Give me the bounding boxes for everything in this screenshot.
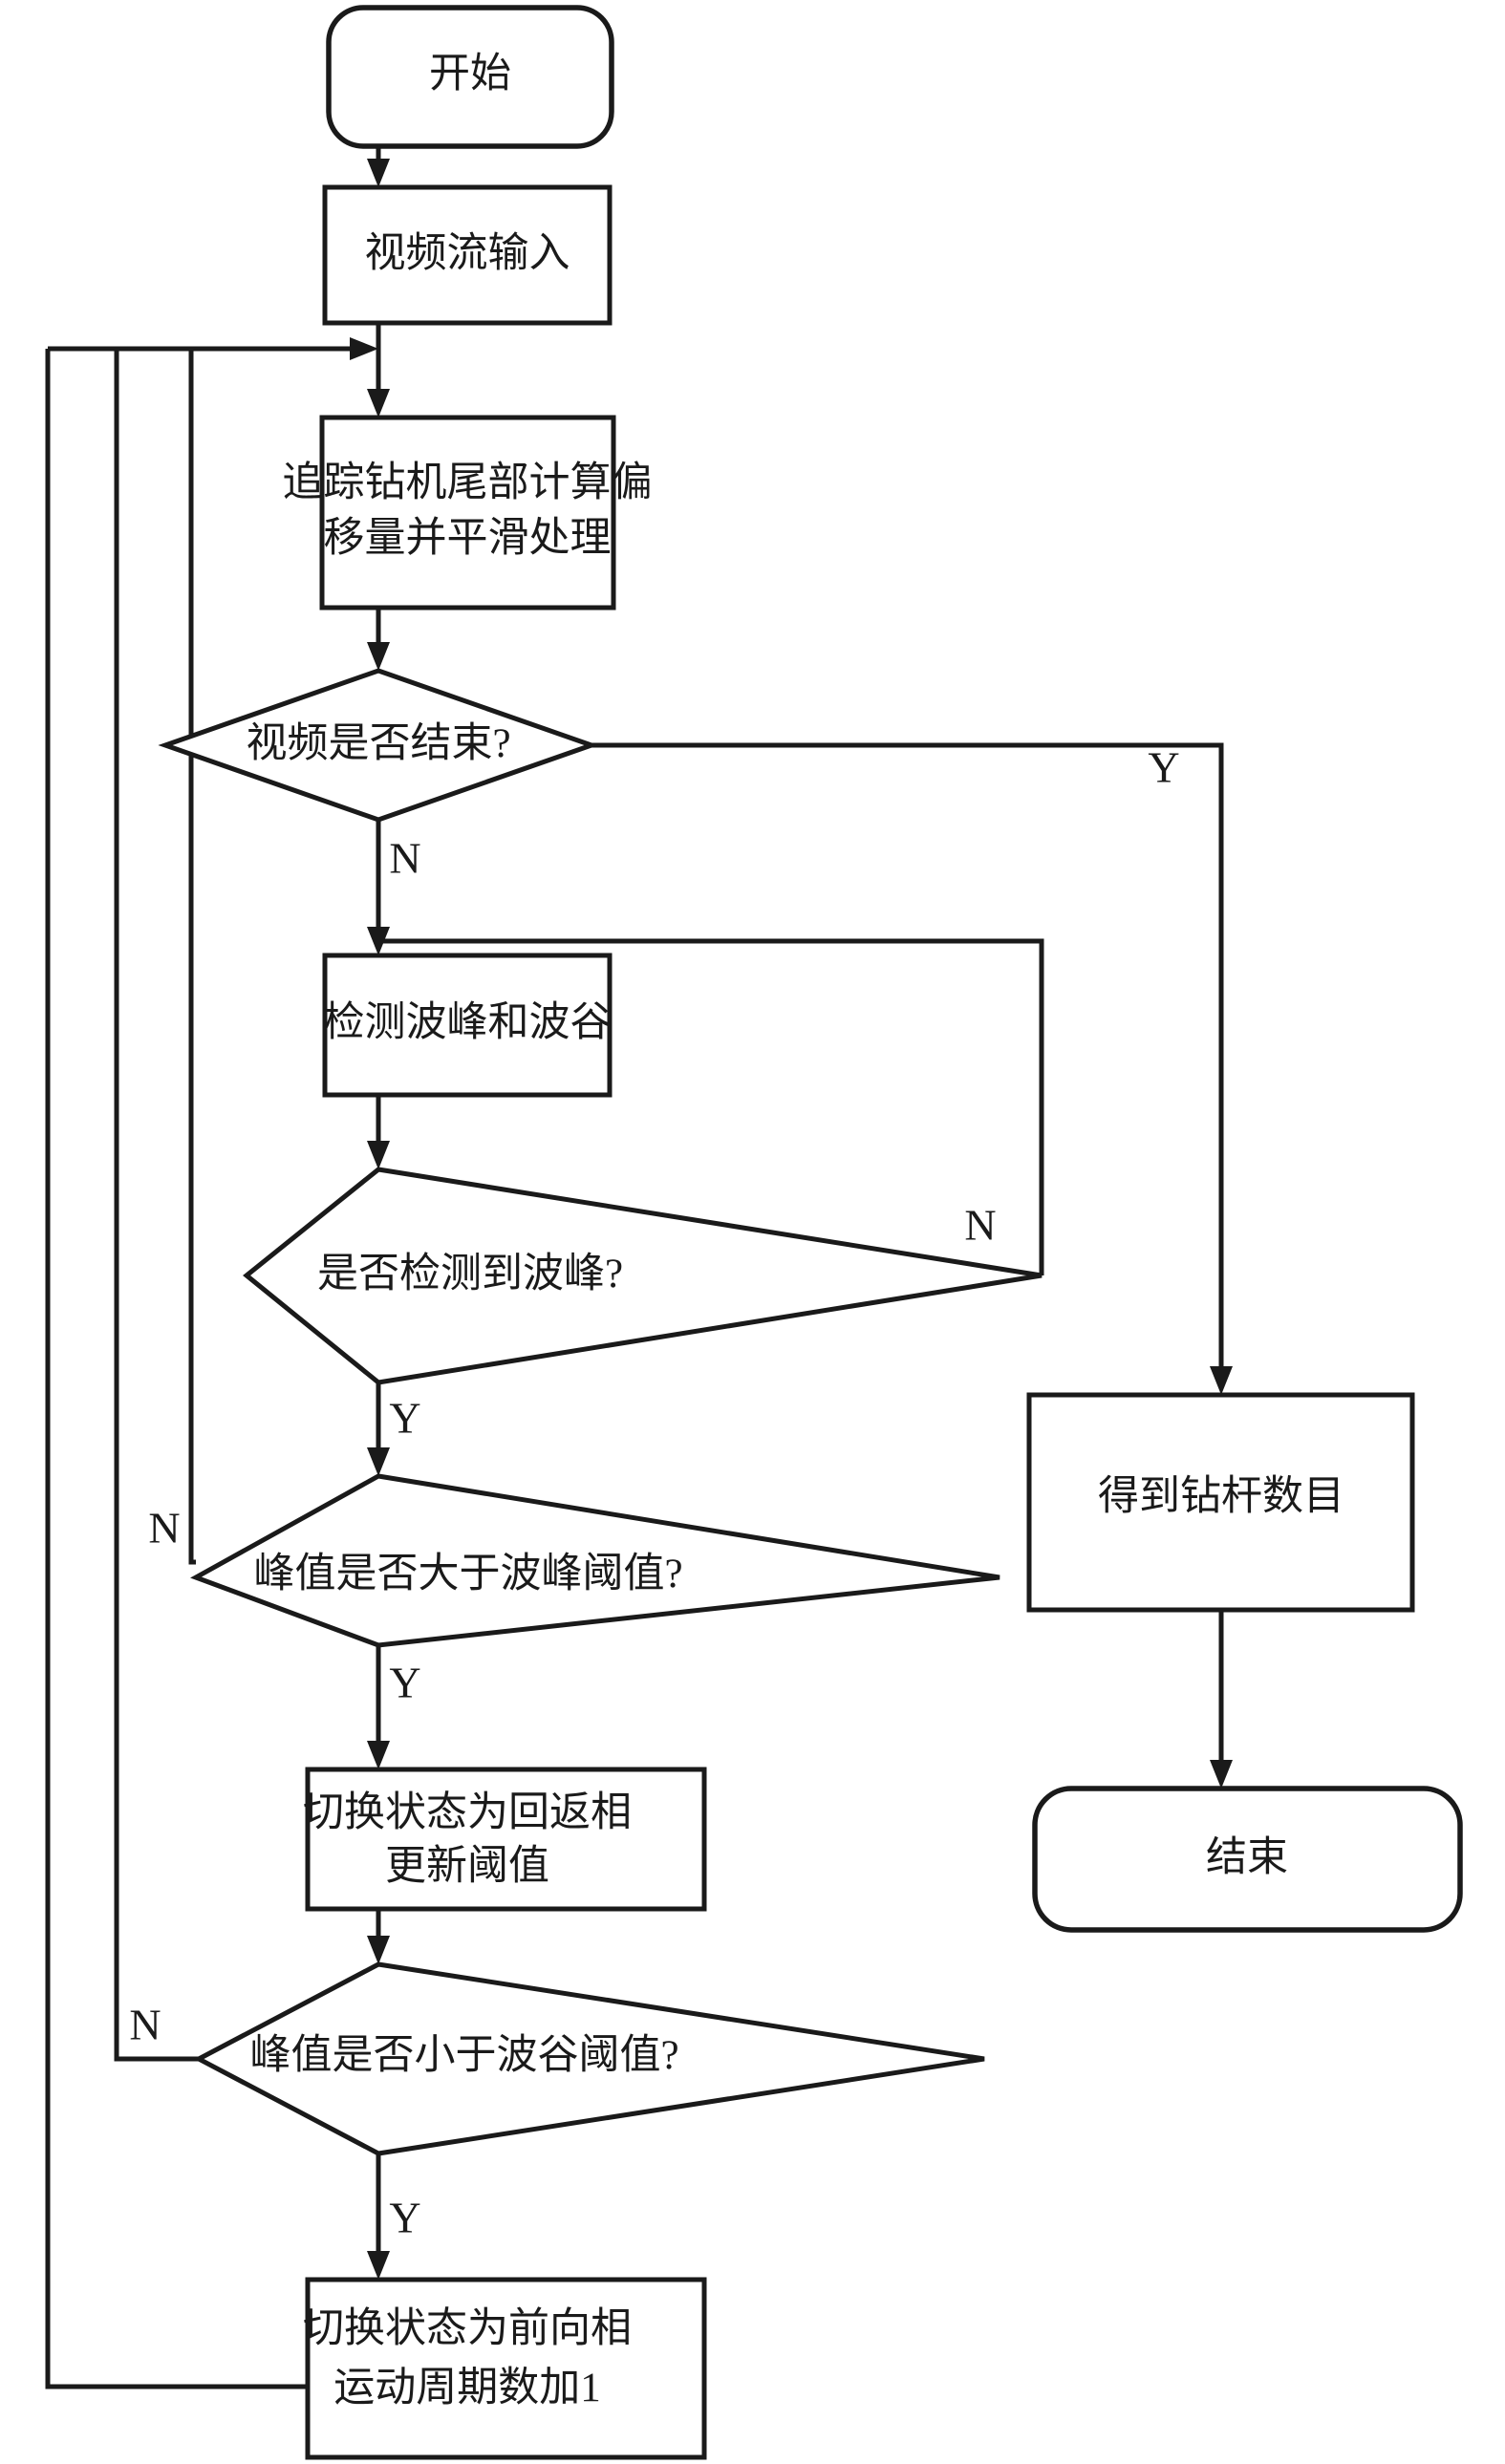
edge-start-to-video-input — [367, 146, 390, 187]
track-shape — [319, 415, 616, 611]
detect-label: 检测波峰和波谷 — [324, 1000, 612, 1045]
edge-video-input-to-track — [367, 323, 390, 418]
peak-gt-shape — [190, 1473, 1000, 1648]
edge-peak-gt-no-to-track — [188, 349, 196, 1565]
branch-label-peak-gt-yes: Y — [389, 1659, 420, 1707]
edge-state-back-to-peak-lt — [367, 1909, 390, 1964]
state-fwd-label-line2: 运动周期数加1 — [333, 2366, 601, 2410]
node-detect[interactable]: 检测波峰和波谷 — [322, 953, 613, 1098]
node-end[interactable]: 结束 — [1032, 1786, 1463, 1933]
edge-peak-found-no-to-detect — [378, 938, 1044, 1275]
result-label: 得到钻杆数目 — [1098, 1474, 1344, 1519]
result-shape — [1026, 1392, 1415, 1613]
peak-found-shape — [243, 1167, 1043, 1385]
branch-label-peak-found-no: N — [964, 1201, 996, 1250]
node-video-end[interactable]: 视频是否结束? — [158, 668, 599, 823]
state-back-shape — [305, 1767, 707, 1912]
edge-peak-gt-yes-to-state-back — [367, 1645, 390, 1769]
state-fwd-label-line1: 切换状态为前向相 — [303, 2306, 632, 2351]
video-input-label: 视频流输入 — [365, 231, 570, 276]
state-fwd-shape — [305, 2277, 707, 2460]
branch-label-video-end-no: N — [389, 834, 420, 883]
track-label-line1: 追踪钻机尾部计算偏 — [283, 460, 653, 505]
node-state-back[interactable]: 切换状态为回返相 更新阈值 — [303, 1767, 707, 1912]
branch-label-peak-lt-no: N — [129, 2001, 161, 2049]
video-end-shape — [158, 668, 599, 823]
peak-found-label: 是否检测到波峰? — [317, 1252, 623, 1296]
end-shape — [1032, 1786, 1463, 1933]
start-label: 开始 — [429, 52, 511, 96]
edge-video-end-yes-to-result — [591, 742, 1233, 1395]
edge-state-fwd-to-track — [45, 349, 308, 2389]
node-peak-lt[interactable]: 峰值是否小于波谷阈值? — [193, 1961, 985, 2156]
peak-gt-label: 峰值是否大于波峰阈值? — [253, 1552, 682, 1596]
edge-detect-to-peak-found — [367, 1095, 390, 1169]
state-back-label-line1: 切换状态为回返相 — [303, 1790, 632, 1835]
node-result[interactable]: 得到钻杆数目 — [1026, 1392, 1415, 1613]
node-start[interactable]: 开始 — [326, 5, 614, 149]
branch-label-video-end-yes: Y — [1148, 743, 1179, 792]
start-shape — [326, 5, 614, 149]
edge-track-to-video-end — [367, 608, 390, 671]
peak-lt-label: 峰值是否小于波谷阈值? — [249, 2033, 678, 2078]
edge-feedback-rail-into-track — [48, 337, 378, 360]
edge-video-end-no-to-detect — [367, 820, 390, 955]
edge-peak-lt-yes-to-state-fwd — [367, 2153, 390, 2280]
node-peak-found[interactable]: 是否检测到波峰? — [243, 1167, 1043, 1385]
branch-label-peak-found-yes: Y — [389, 1394, 420, 1443]
edge-result-to-end — [1210, 1610, 1233, 1789]
detect-shape — [322, 953, 613, 1098]
end-label: 结束 — [1206, 1835, 1288, 1880]
video-input-shape — [322, 184, 613, 326]
node-peak-gt[interactable]: 峰值是否大于波峰阈值? — [190, 1473, 1000, 1648]
peak-lt-shape — [193, 1961, 985, 2156]
node-track[interactable]: 追踪钻机尾部计算偏 移量并平滑处理 — [283, 415, 653, 611]
branch-label-peak-gt-no: N — [148, 1504, 180, 1553]
node-video-input[interactable]: 视频流输入 — [322, 184, 613, 326]
video-end-label: 视频是否结束? — [246, 721, 510, 766]
branch-label-peak-lt-yes: Y — [389, 2194, 420, 2242]
edge-peak-lt-no-to-track — [114, 349, 199, 2062]
node-state-fwd[interactable]: 切换状态为前向相 运动周期数加1 — [303, 2277, 707, 2460]
track-label-line2: 移量并平滑处理 — [324, 516, 612, 561]
edge-peak-found-yes-to-peak-gt — [367, 1382, 390, 1476]
state-back-label-line2: 更新阈值 — [385, 1844, 549, 1889]
